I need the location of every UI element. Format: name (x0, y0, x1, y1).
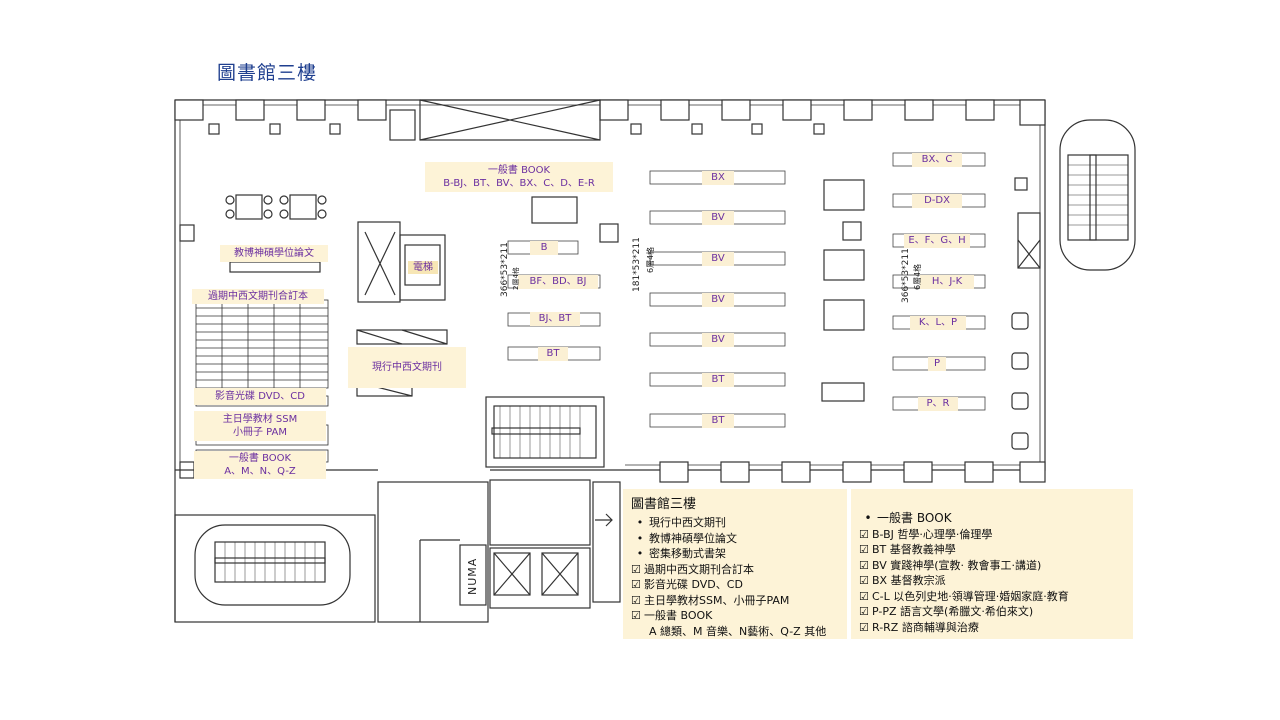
shelf-label: B (530, 241, 558, 255)
legend-item: R-RZ 諮商輔導與治療 (859, 620, 1125, 636)
legend-item: 密集移動式書架 (631, 546, 839, 562)
shelf-label: BV (702, 333, 734, 347)
area-label-current-periodicals: 現行中西文期刊 (348, 347, 466, 388)
area-label-elevator: 電梯 (408, 261, 438, 274)
dimension-note: 366*53*211 (500, 242, 510, 297)
shelf-label: P、R (918, 397, 958, 411)
shelf-label: BX (702, 171, 734, 185)
legend-right: 一般書 BOOK B-BJ 哲學‧心理學‧倫理學 BT 基督教義神學 BV 實踐… (851, 489, 1133, 639)
shelf-label: BT (702, 373, 734, 387)
legend-item: 教博神碩學位論文 (631, 531, 839, 547)
shelf-label: BV (702, 252, 734, 266)
dimension-note: 6層4格 (646, 246, 655, 273)
shelf-label: BT (702, 414, 734, 428)
legend-item: 過期中西文期刊合訂本 (631, 562, 839, 578)
area-label-thesis: 教博神碩學位論文 (220, 245, 328, 262)
shelf-label: BV (702, 293, 734, 307)
legend-item: 一般書 BOOK (631, 608, 839, 624)
legend-item: BV 實踐神學(宣教‧ 教會事工‧講道) (859, 558, 1125, 574)
legend-item: A 總類、M 音樂、N藝術、Q-Z 其他 (649, 624, 827, 638)
legend-item: C-L 以色列史地‧領導管理‧婚姻家庭‧教育 (859, 589, 1125, 605)
shelf-label: E、F、G、H (904, 234, 970, 248)
legend-item: 影音光碟 DVD、CD (631, 577, 839, 593)
shelf-label: BX、C (912, 153, 962, 167)
elevator-sign: NUMA (466, 557, 479, 595)
shelf-label: K、L、P (910, 316, 966, 330)
legend-item: BT 基督教義神學 (859, 542, 1125, 558)
page-title: 圖書館三樓 (217, 62, 318, 84)
dimension-note: 2層4格 (512, 267, 520, 290)
legend-item: 主日學教材SSM、小冊子PAM (631, 593, 839, 609)
shelf-label: BF、BD、BJ (518, 275, 598, 289)
legend-item: B-BJ 哲學‧心理學‧倫理學 (859, 527, 1125, 543)
shelf-label: H、J-K (920, 275, 974, 289)
legend-item: 現行中西文期刊 (631, 515, 839, 531)
legend-item: P-PZ 語言文學(希臘文‧希伯來文) (859, 604, 1125, 620)
legend-title: 圖書館三樓 (631, 497, 697, 512)
shelf-label: P (928, 357, 946, 371)
area-label-bound-periodicals: 過期中西文期刊合訂本 (192, 289, 324, 304)
shelf-label: BT (538, 347, 568, 361)
dimension-note: 366*53*211 (901, 248, 911, 303)
shelf-label: BJ、BT (530, 312, 580, 326)
area-label-dvd: 影音光碟 DVD、CD (194, 388, 326, 405)
dimension-note: 181*53*211 (632, 237, 642, 292)
legend-item: BX 基督教宗派 (859, 573, 1125, 589)
dimension-note: 6層4格 (913, 263, 922, 290)
legend-left: 圖書館三樓 現行中西文期刊 教博神碩學位論文 密集移動式書架 過期中西文期刊合訂… (623, 489, 847, 639)
legend-item: 一般書 BOOK (859, 511, 1125, 527)
shelf-label: D-DX (912, 194, 962, 208)
shelf-label: BV (702, 211, 734, 225)
